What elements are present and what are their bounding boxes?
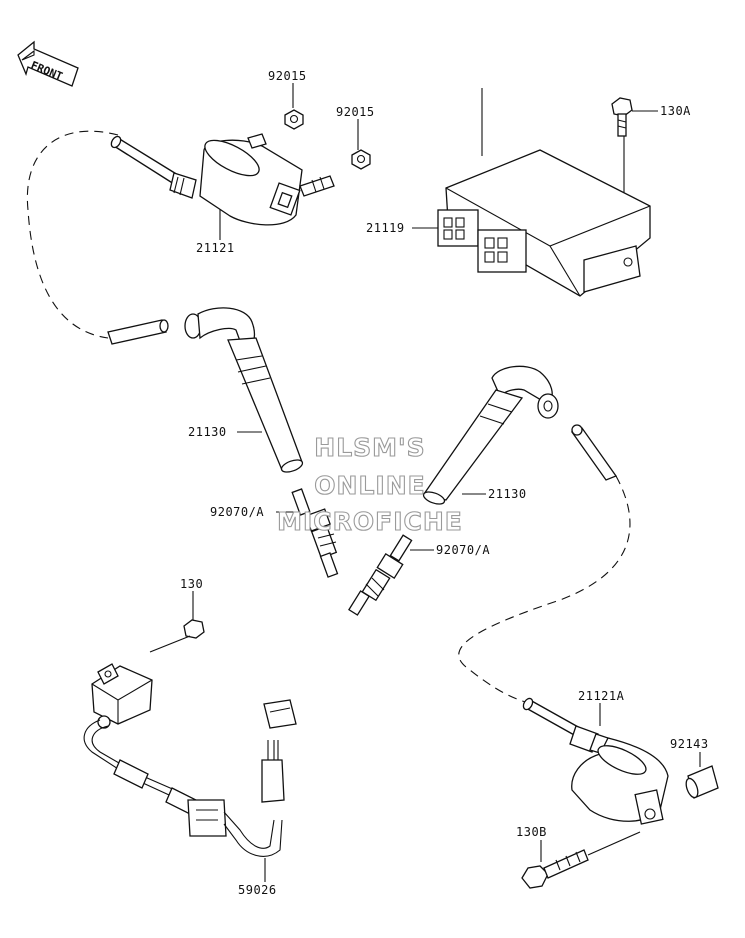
- label-21130-right: 21130: [488, 487, 527, 501]
- watermark-line1: HLSM'S: [314, 433, 425, 462]
- bolt-130: [149, 619, 205, 653]
- watermark-line3: MICROFICHE: [277, 507, 463, 536]
- spark-plug-right: [348, 534, 413, 616]
- label-130A: 130A: [660, 104, 691, 118]
- ignitor-unit: [437, 149, 651, 297]
- spark-plug-left: [291, 488, 339, 578]
- nut-92015-b: [351, 149, 371, 170]
- label-59026: 59026: [238, 883, 277, 897]
- wire-route-lower: [458, 475, 631, 704]
- wire-tube-right: [570, 424, 618, 481]
- watermark: HLSM'S ONLINE MICROFICHE: [277, 432, 463, 536]
- front-arrow-icon: FRONT: [17, 40, 79, 87]
- label-92015-b: 92015: [336, 105, 375, 119]
- bolt-130B: [521, 831, 641, 889]
- bolt-130A: [611, 97, 633, 137]
- pickup-wire-harness: [83, 663, 297, 857]
- label-21130-left: 21130: [188, 425, 227, 439]
- label-92143: 92143: [670, 737, 709, 751]
- label-130: 130: [180, 577, 203, 591]
- part-labels: 92015 92015 130A 21121 21119 21130 21130…: [180, 69, 709, 897]
- label-21119: 21119: [366, 221, 405, 235]
- ignition-coil-upper: [110, 133, 335, 226]
- label-130B: 130B: [516, 825, 547, 839]
- ignition-coil-lower: [522, 697, 669, 825]
- nut-92015-a: [284, 109, 304, 130]
- label-21121: 21121: [196, 241, 235, 255]
- plug-cap-left: [184, 307, 304, 473]
- label-92070A-left: 92070/A: [210, 505, 264, 519]
- wire-route-upper: [26, 130, 119, 339]
- plug-cap-right: [422, 365, 559, 505]
- label-92070A-right: 92070/A: [436, 543, 490, 557]
- wire-tube-upper: [107, 319, 169, 345]
- watermark-line2: ONLINE: [314, 471, 425, 500]
- label-21121A: 21121A: [578, 689, 625, 703]
- label-92015-a: 92015: [268, 69, 307, 83]
- collar-92143: [685, 765, 719, 799]
